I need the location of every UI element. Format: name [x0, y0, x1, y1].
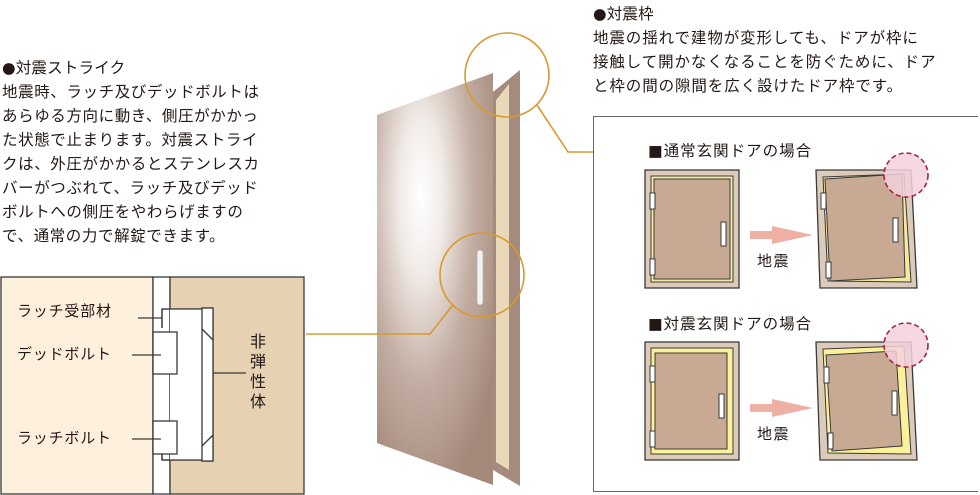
strike-description: 地震時、ラッチ及びデッドボルトは あらゆる方向に動き、側圧がかかっ た状態で止ま…: [2, 80, 260, 248]
label-char: 弾: [249, 352, 266, 371]
strike-description-line: た状態で止まります。対震ストライ: [2, 131, 259, 149]
strike-heading: ●対震ストライク: [2, 59, 126, 77]
strike-description-line: バーがつぶれて、ラッチ及びデッド: [2, 179, 259, 197]
case-title-normal-door: ■通常玄関ドアの場合: [648, 142, 813, 160]
strike-diagram: ラッチ受部材 デッドボルト ラッチボルト 非 弾 性 体: [0, 276, 306, 495]
label-char: 非: [249, 332, 266, 351]
strike-description-line: クは、外圧がかかるとステンレスカ: [2, 155, 260, 173]
frame-heading: ●対震枠: [593, 5, 654, 23]
label-latch-receiver: ラッチ受部材: [17, 302, 112, 320]
label-deadbolt: デッドボルト: [17, 345, 112, 363]
label-char: 性: [249, 372, 266, 391]
case-title-seismic-door: ■対震玄関ドアの場合: [648, 315, 813, 333]
frame-description-line: 地震の揺れで建物が変形しても、ドアが枠に: [593, 29, 919, 47]
arrow-label-earthquake: 地震: [757, 425, 791, 443]
frame-description: 地震の揺れで建物が変形しても、ドアが枠に 接触して開かなくなることを防ぐために、…: [593, 26, 936, 98]
label-latch-bolt: ラッチボルト: [17, 429, 112, 447]
frame-description-line: と枠の間の隙間を広く設けたドア枠です。: [593, 77, 904, 95]
frame-description-line: 接触して開かなくなることを防ぐために、ドア: [593, 53, 937, 71]
strike-description-line: あらゆる方向に動き、側圧がかかっ: [2, 107, 259, 125]
strike-description-line: で、通常の力で解錠できます。: [2, 227, 226, 245]
label-char: 体: [249, 392, 266, 411]
strike-description-line: 地震時、ラッチ及びデッドボルトは: [2, 83, 260, 101]
arrow-label-earthquake: 地震: [757, 252, 791, 270]
label-non-elastic-body: 非 弾 性 体: [248, 332, 268, 412]
strike-diagram-drawing: [0, 276, 305, 495]
strike-description-line: ボルトへの側圧をやわらげますの: [2, 203, 244, 221]
